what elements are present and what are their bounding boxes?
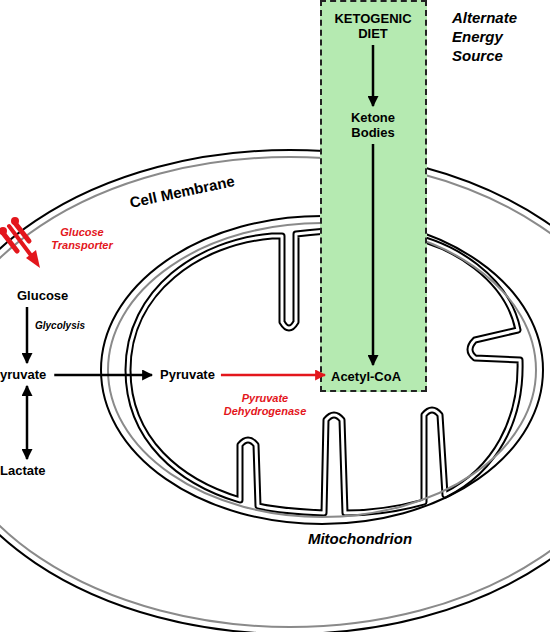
ketone-term-text: Ketone Bodies xyxy=(343,110,403,140)
outline-shape xyxy=(0,150,550,632)
glucose-term: Glucose xyxy=(17,288,68,303)
mitochondrion-text: Mitochondrion xyxy=(290,530,430,547)
energy-band-text: Alternate Energy Source xyxy=(452,8,528,65)
acetyl-term: Acetyl-CoA xyxy=(331,369,401,384)
diet-term-text: KETOGENIC DIET xyxy=(328,11,418,41)
edge-label: Glycolysis xyxy=(35,320,85,332)
flow-arrow xyxy=(26,307,29,363)
acetyl-term-text: Acetyl-CoA xyxy=(331,369,401,384)
pyruvate-term: yruvate xyxy=(0,367,46,382)
flow-arrow xyxy=(54,374,152,377)
pyruvate-term-text: Pyruvate xyxy=(160,367,215,382)
flow-arrow xyxy=(372,144,375,365)
lactate-term-text: Lactate xyxy=(0,463,46,478)
cell-membrane-text: Cell Membrane xyxy=(112,169,252,215)
flow-arrow xyxy=(372,45,375,106)
glucose-transporter-symbol xyxy=(0,217,40,268)
diet-term: KETOGENIC DIET xyxy=(328,11,418,41)
lactate-term: Lactate xyxy=(0,463,46,478)
flow-arrow xyxy=(221,374,325,377)
glucose-term-text: Glucose xyxy=(17,288,68,303)
flow-arrow xyxy=(26,386,29,459)
cell-membrane: Cell MembraneMitochondrion Pyruvate Glucos… xyxy=(0,150,550,632)
pyruvate-term: Pyruvate xyxy=(160,367,215,382)
edge-label: Pyruvate Dehydrogenase xyxy=(212,392,318,418)
ketone-term: Ketone Bodies xyxy=(343,110,403,140)
pyruvate-term-text: yruvate xyxy=(0,367,46,382)
transporter-label: Glucose Transporter xyxy=(42,226,122,252)
